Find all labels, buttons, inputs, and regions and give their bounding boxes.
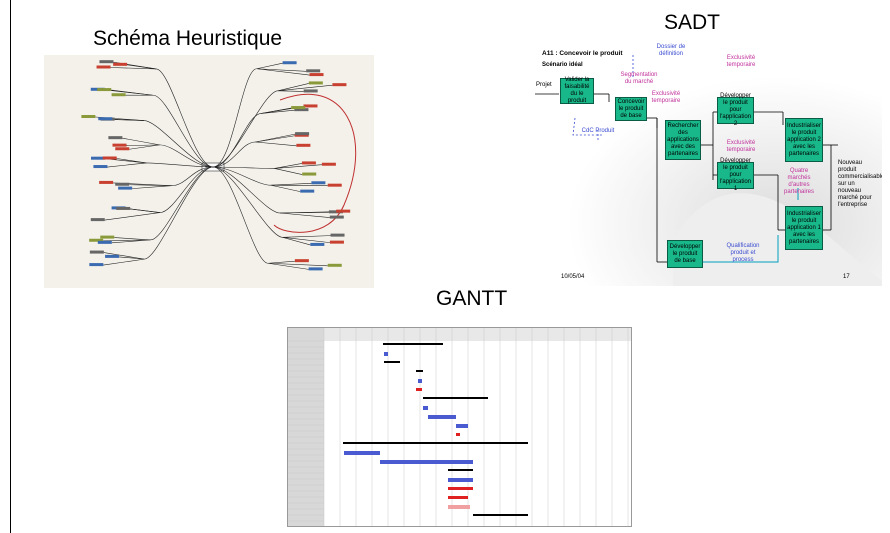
gantt-title: GANTT	[436, 287, 508, 310]
sadt-label-quatre: Quatre marchés d'autres partenaires	[783, 168, 815, 195]
mindmap-image	[44, 55, 374, 288]
sadt-box-concevoir: Concevoir le produit de base	[615, 97, 647, 121]
sadt-label-dossier: Dossier de définition	[656, 44, 686, 57]
sadt-input: Projet	[536, 82, 552, 88]
sadt-label-qualification: Qualification produit et process	[726, 243, 760, 263]
sadt-title: SADT	[664, 11, 721, 34]
sadt-label-cdc: CdC Produit	[581, 128, 615, 134]
sadt-date: 10/05/04	[561, 274, 585, 280]
sadt-label-output: Nouveau produit commercialisable sur un …	[838, 160, 882, 208]
sadt-box-indus-app2: Industrialiser le produit application 2 …	[785, 118, 823, 162]
left-margin-line	[10, 0, 11, 533]
mindmap-drawing	[44, 55, 374, 288]
sadt-label-segmentation: Segmentation du marché	[620, 72, 658, 85]
sadt-diagram: A11 : Concevoir le produit Scénario idéa…	[533, 40, 882, 286]
sadt-page-number: 17	[843, 274, 850, 280]
gantt-image	[287, 327, 632, 527]
sadt-box-dev-app1: Développer le produit pour l'application…	[717, 158, 754, 192]
sadt-box-valider: Valider la faisabilité du le produit	[560, 77, 594, 104]
sadt-label-exclusivite-2: Exclusivité temporaire	[726, 55, 756, 68]
sadt-box-dev-app2: Développer le produit pour l'application…	[717, 93, 754, 127]
sadt-label-exclusivite-1: Exclusivité temporaire	[651, 91, 681, 104]
sadt-subheader: Scénario idéal	[542, 62, 583, 68]
sadt-box-dev-base: Développer le produit de base	[667, 240, 703, 268]
sadt-header: A11 : Concevoir le produit	[542, 50, 623, 57]
mindmap-title: Schéma Heuristique	[93, 27, 283, 50]
sadt-box-indus-app1: Industrialiser le produit application 1 …	[785, 206, 823, 250]
gantt-drawing	[288, 328, 631, 526]
sadt-box-rechercher: Rechercher des applications avec des par…	[665, 120, 701, 160]
sadt-label-exclusivite-3: Exclusivité temporaire	[726, 140, 756, 153]
